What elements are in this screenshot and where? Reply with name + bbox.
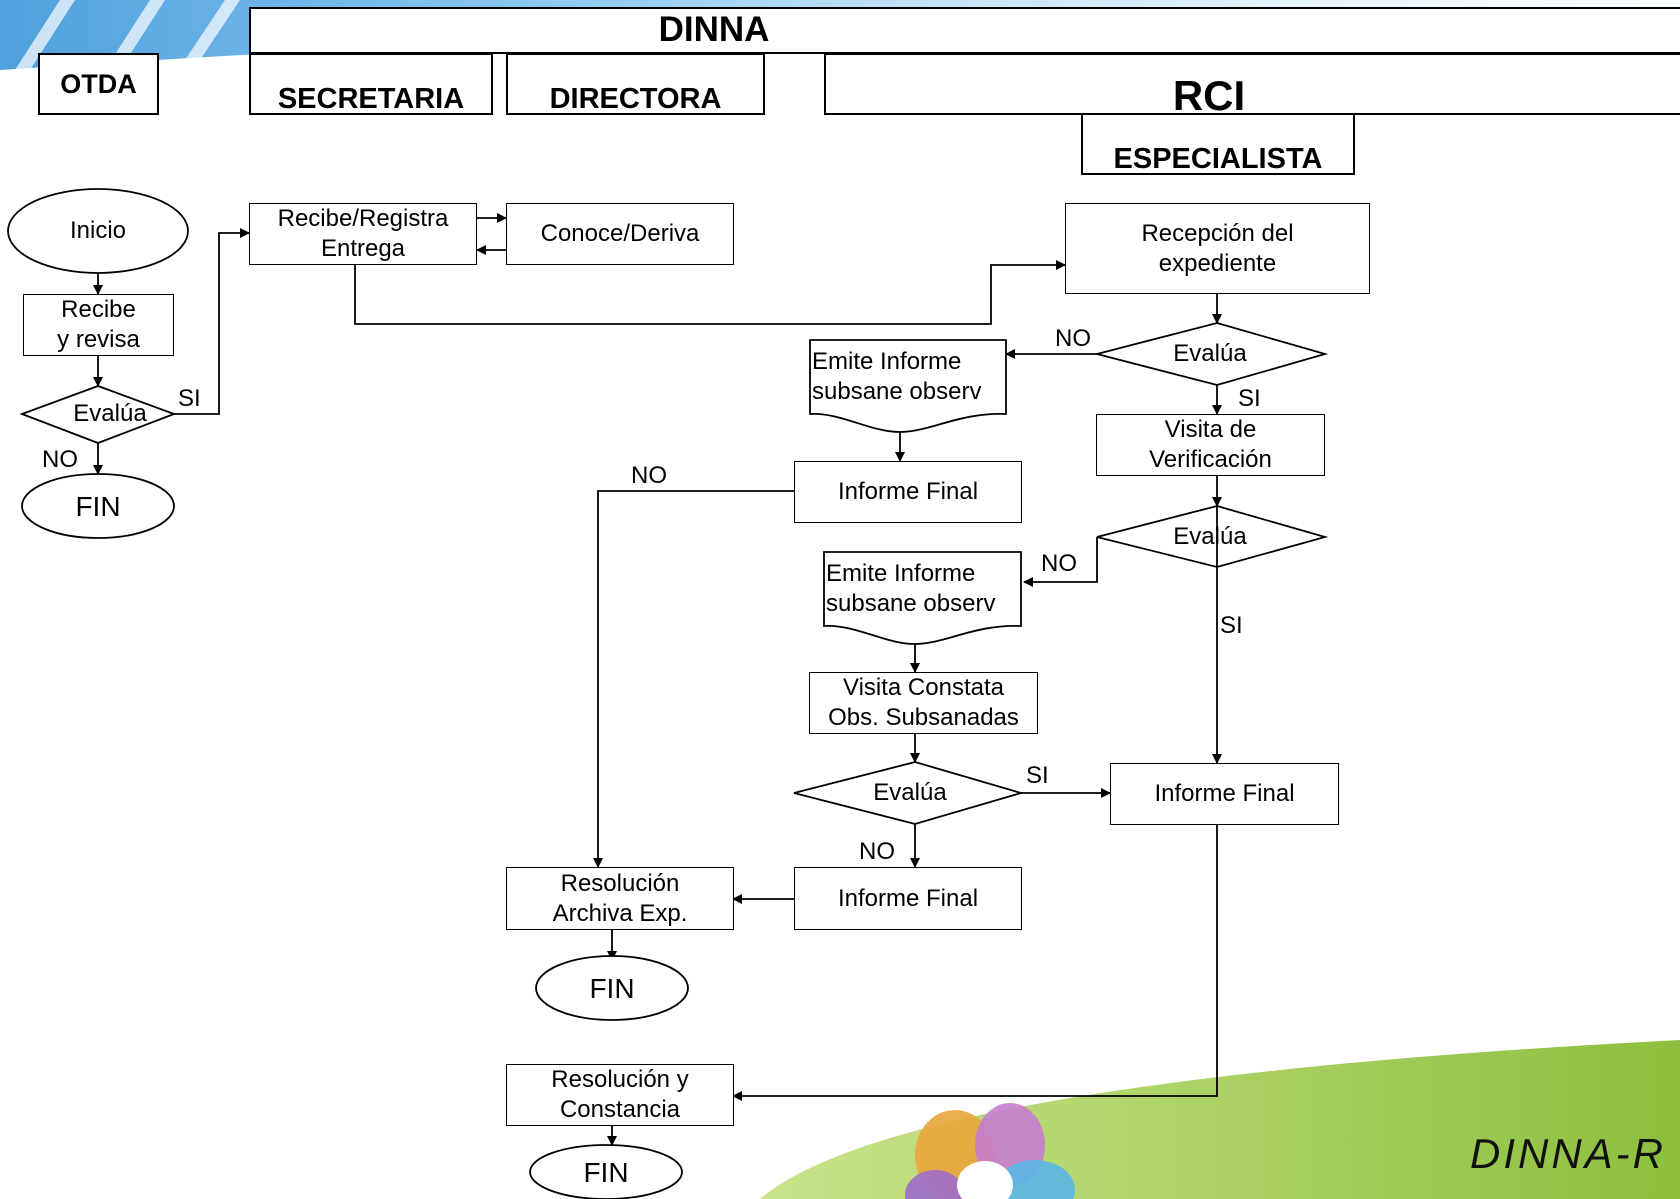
process-resolucion-archiva: Resolución Archiva Exp. [506,867,734,930]
edge-label-no-evalua-3: NO [859,838,895,865]
fin-otda-label: FIN [75,490,121,522]
header-directora-label: DIRECTORA [549,83,722,115]
header-otda: OTDA [38,53,159,115]
header-especialista: ESPECIALISTA [1081,113,1355,175]
process-resolucion-constancia: Resolución y Constancia [506,1064,734,1126]
process-conoce-deriva: Conoce/Deriva [506,203,734,265]
fin-constancia-label: FIN [583,1156,629,1188]
inicio-label: Inicio [69,217,127,244]
edge-registra-recepcion [354,260,1066,325]
emite-informe-1-label: Emite Informe subsane observ [812,348,982,405]
process-recibe-registra: Recibe/Registra Entrega [249,203,477,265]
end-oval-fin-otda [21,473,175,539]
edge-label-si-evalua-2: SI [1220,612,1243,639]
evalua-1-label: Evalúa [1173,340,1247,367]
edge-label-no-otda: NO [42,446,78,473]
edge-informe1-resolucion-archiva [593,490,794,868]
edge-label-no-evalua-2: NO [1041,550,1077,577]
header-directora: DIRECTORA [506,53,765,115]
edge-label-si-otda: SI [178,385,201,412]
process-visita-constata: Visita Constata Obs. Subsanadas [809,672,1038,734]
top-band-stripes [15,0,240,70]
evalua-3-label: Evalúa [873,779,947,806]
header-secretaria: SECRETARIA [249,53,493,115]
header-dinna: DINNA [249,7,1680,54]
evalua-2-label: Evalúa [1173,523,1247,550]
end-oval-fin-archiva [535,955,689,1021]
end-oval-fin-constancia [529,1144,683,1199]
edge-informe-final-si-resolucion-constancia [732,824,1218,1101]
document-emite-informe-1 [809,339,1007,433]
fin-archiva-label: FIN [589,972,635,1004]
edge-label-si-evalua-3: SI [1026,762,1049,789]
evalua-otda-label: Evalúa [73,400,147,427]
edge-label-no-evalua-1: NO [1055,325,1091,352]
emite-informe-2-label: Emite Informe subsane observ [826,560,996,617]
header-otda-label: OTDA [60,69,137,99]
edge-evalua-recibe-registra [174,228,250,415]
edge-label-si-evalua-1: SI [1238,385,1261,412]
process-informe-final-no: Informe Final [794,867,1022,930]
edge-label-no-informe-final: NO [631,462,667,489]
process-informe-final-1: Informe Final [794,461,1022,523]
header-secretaria-label: SECRETARIA [277,83,465,115]
header-dinna-label: DINNA [658,10,770,49]
process-visita-verificacion: Visita de Verificación [1096,414,1325,476]
process-recibe-revisa: Recibe y revisa [23,294,174,356]
flower-logo [905,1103,1075,1199]
process-informe-final-si: Informe Final [1110,763,1339,825]
edge-evalua2-emite2 [1023,537,1098,587]
document-emite-informe-2 [823,551,1022,645]
process-recepcion-expediente: Recepción del expediente [1065,203,1370,294]
branding-watermark: DINNA-R [1470,1130,1666,1177]
header-especialista-label: ESPECIALISTA [1113,143,1323,175]
header-rci-label: RCI [1172,72,1246,119]
